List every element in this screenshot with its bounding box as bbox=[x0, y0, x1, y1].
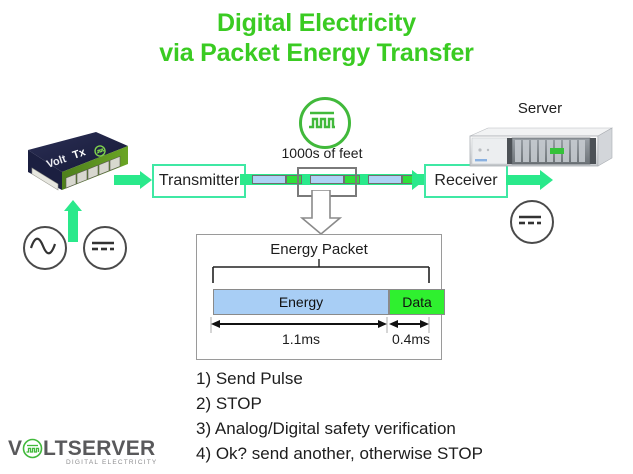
page-title: Digital Electricity via Packet Energy Tr… bbox=[0, 8, 633, 68]
packet-energy-segment bbox=[252, 175, 286, 184]
energy-packet-panel: Energy Packet Energy Data bbox=[196, 234, 445, 360]
packet-energy-segment bbox=[310, 175, 344, 184]
logo-pulse-icon bbox=[22, 438, 43, 459]
svg-text:Tx: Tx bbox=[71, 146, 88, 162]
server-image bbox=[466, 126, 614, 172]
server-label: Server bbox=[517, 100, 563, 117]
logo-text-right: LTSERVER bbox=[43, 437, 156, 460]
data-segment-bar: Data bbox=[389, 289, 445, 315]
logo-text-left: V bbox=[8, 437, 23, 460]
protocol-steps-list: 1) Send Pulse 2) STOP 3) Analog/Digital … bbox=[196, 366, 633, 466]
data-segment-label: Data bbox=[402, 294, 432, 310]
data-duration-label: 0.4ms bbox=[391, 331, 431, 347]
title-line-1: Digital Electricity bbox=[216, 9, 417, 37]
distance-label: 1000s of feet bbox=[281, 145, 363, 161]
packet-bracket bbox=[212, 259, 430, 283]
energy-segment-bar: Energy bbox=[213, 289, 389, 315]
voltserver-logo: V LTSERVER DIGITAL ELECTRICITY bbox=[8, 437, 158, 471]
energy-segment-label: Energy bbox=[278, 294, 324, 310]
ac-power-symbol bbox=[23, 226, 67, 270]
transmitter-label: Transmitter bbox=[158, 172, 240, 189]
device-to-transmitter-arrow bbox=[114, 171, 154, 189]
receiver-label: Receiver bbox=[434, 172, 498, 189]
cable-arrowhead bbox=[412, 170, 426, 190]
logo-tagline: DIGITAL ELECTRICITY bbox=[66, 459, 158, 466]
power-in-arrow bbox=[62, 200, 84, 242]
packet-energy-segment bbox=[368, 175, 402, 184]
volttx-device-image: Volt Tx bbox=[18, 128, 130, 200]
callout-arrow bbox=[299, 189, 354, 236]
step-item: 2) STOP bbox=[196, 394, 262, 413]
step-item: 3) Analog/Digital safety verification bbox=[196, 419, 456, 438]
energy-packet-title: Energy Packet bbox=[270, 241, 368, 258]
pulse-train-icon bbox=[299, 97, 351, 149]
step-item: 1) Send Pulse bbox=[196, 369, 303, 388]
transmission-cable bbox=[240, 174, 430, 185]
packet-data-segment bbox=[286, 175, 302, 184]
dc-power-symbol-input bbox=[83, 226, 127, 270]
packet-data-segment bbox=[344, 175, 360, 184]
transmitter-node[interactable]: Transmitter bbox=[152, 164, 246, 198]
dc-power-symbol-output bbox=[510, 200, 554, 244]
duration-dimension-arrows bbox=[210, 317, 430, 333]
step-item: 4) Ok? send another, otherwise STOP bbox=[196, 444, 483, 463]
title-line-2: via Packet Energy Transfer bbox=[159, 39, 474, 67]
receiver-output-arrow bbox=[506, 170, 556, 190]
energy-duration-label: 1.1ms bbox=[281, 331, 321, 347]
